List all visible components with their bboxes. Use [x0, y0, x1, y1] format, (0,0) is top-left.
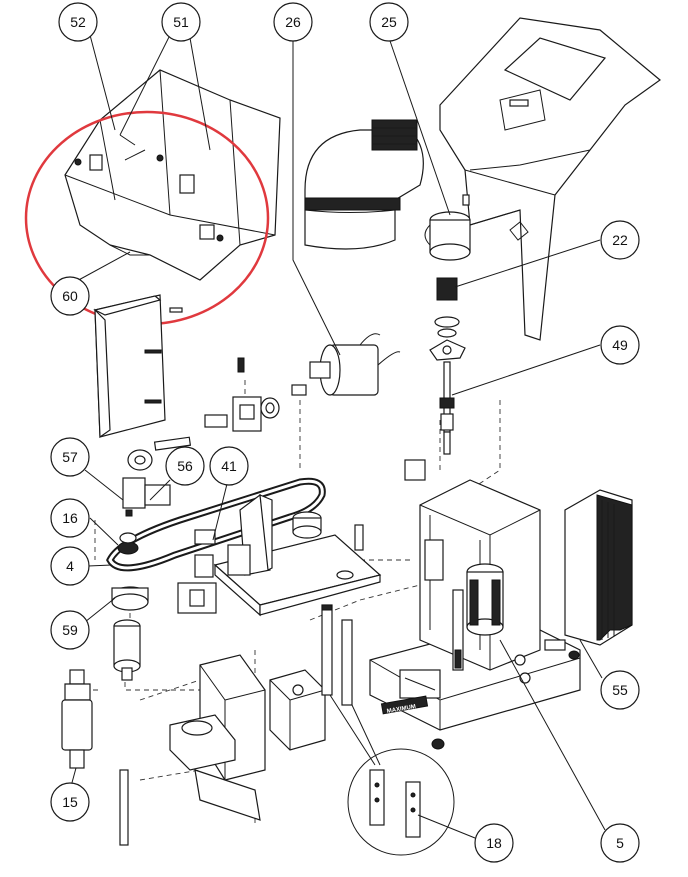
callout-label-49: 49: [612, 337, 628, 353]
callout-5: 5: [600, 823, 640, 863]
callout-label-55: 55: [612, 682, 628, 698]
stud-15: [61, 669, 93, 769]
callout-15: 15: [50, 782, 90, 822]
pulley-59: [111, 582, 217, 614]
spindle-cylinder: [113, 619, 141, 681]
enclosure-panel: [93, 294, 183, 439]
callout-57: 57: [50, 437, 90, 477]
callout-label-18: 18: [486, 835, 502, 851]
callout-51: 51: [161, 2, 201, 42]
coupling-stack-22: [429, 277, 466, 361]
callout-55: 55: [600, 670, 640, 710]
side-cover-55: [564, 489, 633, 646]
rail-detail-18: [347, 748, 455, 856]
callout-label-59: 59: [62, 622, 78, 638]
linear-rails: [321, 604, 353, 706]
callout-41: 41: [209, 446, 249, 486]
callout-label-56: 56: [177, 458, 193, 474]
callout-label-5: 5: [616, 835, 624, 851]
drive-coupling-parts: [153, 357, 280, 451]
callout-label-15: 15: [62, 794, 78, 810]
callout-49: 49: [600, 325, 640, 365]
callout-label-52: 52: [70, 14, 86, 30]
bracket-57-56: [122, 449, 171, 517]
callout-label-60: 60: [62, 288, 78, 304]
callout-52: 52: [58, 2, 98, 42]
callout-18: 18: [474, 823, 514, 863]
callout-59: 59: [50, 610, 90, 650]
callout-56: 56: [165, 446, 205, 486]
callout-label-41: 41: [221, 458, 237, 474]
callout-label-22: 22: [612, 232, 628, 248]
carriage-assembly-41: [194, 493, 382, 617]
callout-label-16: 16: [62, 510, 78, 526]
callout-label-51: 51: [173, 14, 189, 30]
drive-belt-4: [106, 477, 326, 572]
motor-25: [424, 194, 471, 261]
main-base-frame: MAXIMUM: [369, 459, 581, 750]
callout-label-57: 57: [62, 449, 78, 465]
callout-4: 4: [50, 546, 90, 586]
nameplate: MAXIMUM: [380, 695, 429, 715]
top-cover: [439, 17, 661, 341]
guard-assembly: [64, 69, 281, 281]
pulley-16: [117, 532, 139, 555]
callout-label-26: 26: [285, 14, 301, 30]
curved-duct: [304, 119, 424, 250]
lead-screw-49: [439, 361, 455, 455]
motor-26: [291, 333, 401, 396]
nameplate-text: MAXIMUM: [386, 704, 416, 715]
callout-60: 60: [50, 276, 90, 316]
callout-25: 25: [369, 2, 409, 42]
clamp-blocks: [119, 654, 326, 846]
leader-lines: [69, 34, 606, 839]
callout-label-4: 4: [66, 558, 74, 574]
callout-26: 26: [273, 2, 313, 42]
duct-ribs: [304, 119, 418, 211]
callout-22: 22: [600, 220, 640, 260]
callout-16: 16: [50, 498, 90, 538]
callout-label-25: 25: [381, 14, 397, 30]
